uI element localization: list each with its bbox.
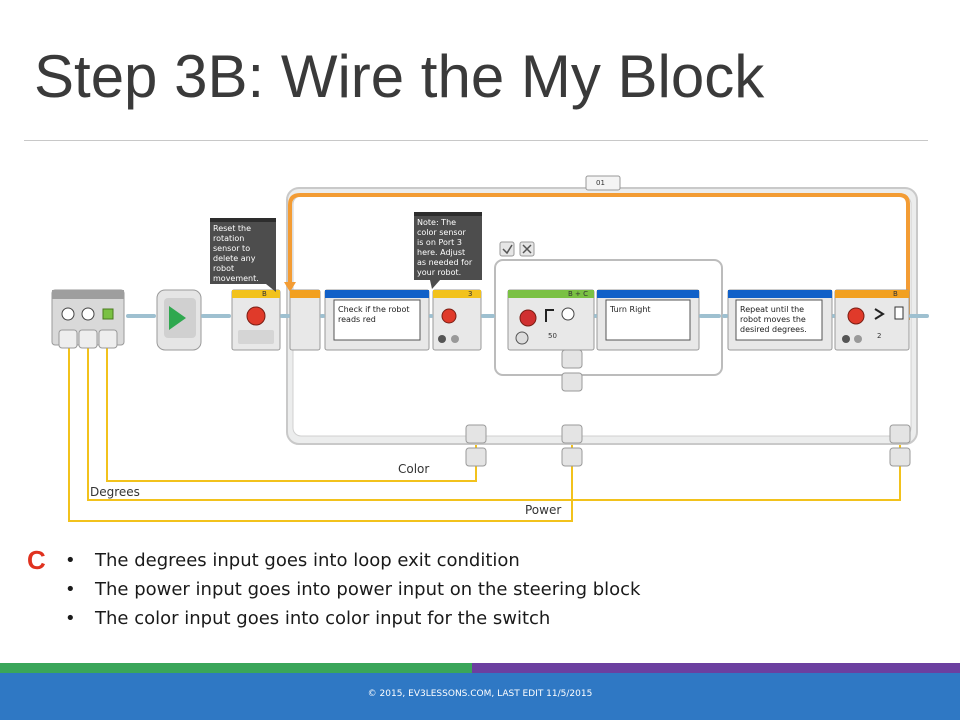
repeat-until-text: Repeat until the robot moves the desired… xyxy=(740,305,807,334)
steering-power-value: 50 xyxy=(548,332,557,340)
comment-block-check-red[interactable] xyxy=(324,289,430,351)
bullet-item: •The color input goes into color input f… xyxy=(65,608,551,629)
comment-reset-rotation-text: Reset the rotation sensor to delete any … xyxy=(213,224,259,283)
footer-purple-bar xyxy=(472,663,960,673)
cross-icon xyxy=(522,244,532,254)
bullet-item: •The degrees input goes into loop exit c… xyxy=(65,550,520,571)
compare-icon xyxy=(874,308,885,320)
bullet-list: •The degrees input goes into loop exit c… xyxy=(62,546,640,633)
start-play-icon xyxy=(169,306,186,330)
start-block[interactable] xyxy=(156,289,202,351)
step-marker: C xyxy=(27,545,46,575)
power-wire xyxy=(68,344,573,522)
comment-reset-rotation xyxy=(210,218,276,292)
degrees-wire xyxy=(87,344,901,501)
compare-value: 2 xyxy=(877,332,882,340)
steering-ports-label: B + C xyxy=(568,290,589,298)
loop-name-box xyxy=(585,175,621,191)
color-sensor-icon xyxy=(441,308,457,324)
power-wire-label: Power xyxy=(525,503,562,517)
slide-title: Step 3B: Wire the My Block xyxy=(34,43,765,110)
check-icon xyxy=(502,244,513,255)
footer-copyright: © 2015, EV3LESSONS.COM, LAST EDIT 11/5/2… xyxy=(367,689,593,699)
color-port-label: 3 xyxy=(468,290,473,298)
loop-name: 01 xyxy=(596,179,605,187)
check-red-text: Check if the robot reads red xyxy=(338,305,410,324)
bullet-item: •The power input goes into power input o… xyxy=(65,579,641,600)
rotation-sensor-icon xyxy=(246,306,266,326)
color-switch-sensor-block[interactable] xyxy=(432,289,482,351)
comment-block-repeat-until[interactable] xyxy=(727,289,833,351)
comment-color-port-text: Note: The color sensor is on Port 3 here… xyxy=(417,218,473,277)
sequence-connectors xyxy=(126,314,929,318)
steering-block[interactable] xyxy=(507,289,595,351)
data-tunnels xyxy=(465,349,911,467)
title-divider xyxy=(24,140,928,141)
rotation-port-label: B xyxy=(262,290,267,298)
degrees-wire-label: Degrees xyxy=(90,485,140,499)
color-wire-label: Color xyxy=(398,462,430,476)
loop-exit-port-label: B xyxy=(893,290,898,298)
myblock-input-block[interactable] xyxy=(51,289,125,349)
comment-block-turn-right[interactable] xyxy=(596,289,700,351)
footer-green-bar xyxy=(0,663,472,673)
steering-icon xyxy=(519,309,537,327)
rotation-reset-block[interactable] xyxy=(231,289,281,351)
comment-color-port xyxy=(414,212,482,289)
ev3-program-diagram xyxy=(51,175,929,522)
turn-right-text: Turn Right xyxy=(610,305,651,314)
footer-bar xyxy=(0,673,960,720)
loop-exit-compare-block[interactable] xyxy=(834,289,910,351)
loop-return-arrow xyxy=(288,193,910,320)
